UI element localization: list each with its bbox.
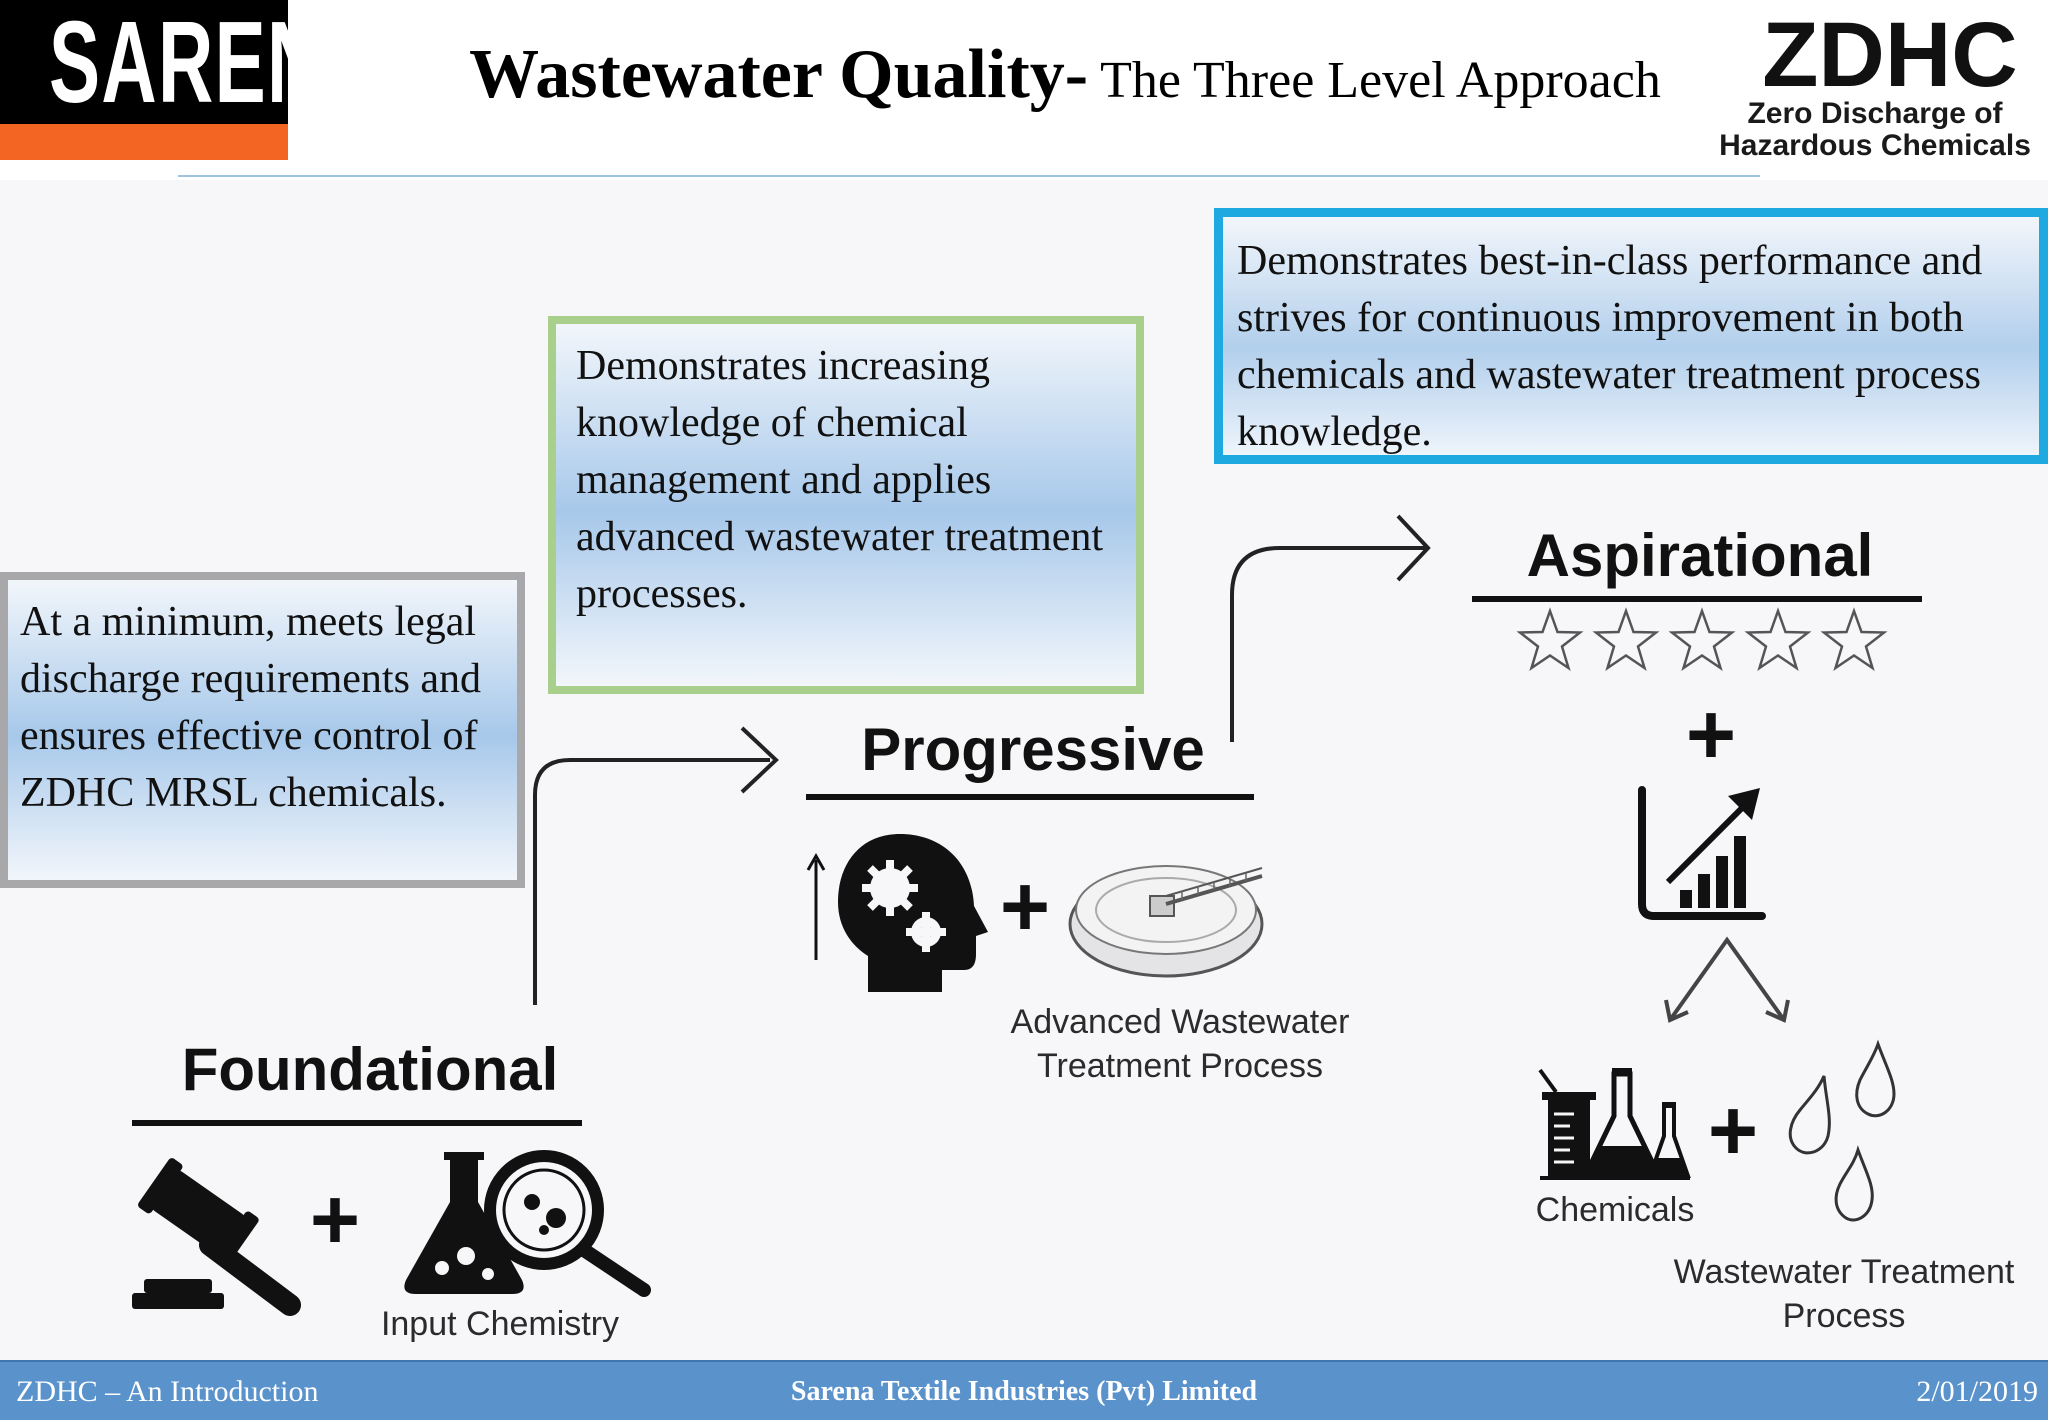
step-arrow-2-icon xyxy=(1230,514,1431,742)
input-chemistry-label: Input Chemistry xyxy=(380,1305,620,1343)
clarifier-tank-icon xyxy=(1068,865,1264,978)
growth-chart-icon xyxy=(1638,786,1766,920)
zdhc-tagline-2: Hazardous Chemicals xyxy=(1719,129,2031,162)
page-title-main: Wastewater Quality- xyxy=(469,36,1089,113)
star-icon xyxy=(1594,609,1658,670)
aspirational-description: Demonstrates best-in-class performance a… xyxy=(1214,208,2048,464)
lab-glassware-icon xyxy=(1538,1068,1691,1180)
sarena-logo-bar xyxy=(0,124,288,160)
zdhc-logo: ZDHC xyxy=(1762,4,2018,106)
zdhc-tagline-1: Zero Discharge of xyxy=(1747,97,2003,130)
wastewater-treatment-label-line1: Wastewater Treatment xyxy=(1673,1253,2015,1291)
header-divider xyxy=(178,175,1760,177)
split-arrows-icon xyxy=(1664,936,1790,1023)
page-title-sub: The Three Level Approach xyxy=(1088,52,1661,109)
footer-presentation-title: ZDHC – An Introduction xyxy=(16,1375,319,1408)
star-icon xyxy=(1670,609,1734,670)
advanced-treatment-label-line1: Advanced Wastewater xyxy=(1010,1003,1350,1041)
wastewater-treatment-label: Wastewater Treatment Process xyxy=(1640,1250,2048,1338)
foundational-title: Foundational xyxy=(181,1036,559,1103)
water-drops-icon xyxy=(1788,1039,1896,1222)
plus-icon: + xyxy=(999,859,1051,955)
chemicals-label: Chemicals xyxy=(1535,1191,1695,1229)
flask-magnifier-icon xyxy=(404,1150,651,1297)
star-icon xyxy=(1518,609,1582,670)
foundational-description: At a minimum, meets legal discharge requ… xyxy=(0,572,525,888)
plus-icon: + xyxy=(1707,1083,1759,1179)
sarena-logo: SARENA xyxy=(0,0,288,160)
gavel-icon xyxy=(132,1158,301,1316)
page-title: Wastewater Quality- The Three Level Appr… xyxy=(420,30,1710,120)
progressive-description: Demonstrates increasing knowledge of che… xyxy=(548,316,1144,694)
star-icon xyxy=(1746,609,1810,670)
up-arrow-icon xyxy=(806,852,826,960)
step-arrow-1-icon xyxy=(533,726,779,1005)
footer-bar: ZDHC – An Introduction Sarena Textile In… xyxy=(0,1360,2048,1420)
progressive-underline xyxy=(806,794,1254,800)
plus-icon: + xyxy=(1685,687,1737,783)
sarena-logo-text: SARENA xyxy=(48,0,288,127)
plus-icon: + xyxy=(309,1172,361,1268)
footer-company-name: Sarena Textile Industries (Pvt) Limited xyxy=(790,1376,1258,1407)
advanced-treatment-label-line2: Treatment Process xyxy=(1037,1047,1323,1085)
advanced-treatment-label: Advanced Wastewater Treatment Process xyxy=(960,1000,1400,1088)
progressive-title: Progressive xyxy=(861,716,1205,783)
star-icon xyxy=(1822,609,1886,670)
foundational-underline xyxy=(132,1120,582,1126)
wastewater-treatment-label-line2: Process xyxy=(1782,1297,1906,1335)
aspirational-underline xyxy=(1472,596,1922,602)
footer-date: 2/01/2019 xyxy=(1916,1375,2038,1408)
star-rating-icon xyxy=(1518,609,1886,670)
aspirational-title: Aspirational xyxy=(1526,522,1874,589)
head-gears-icon xyxy=(838,834,988,992)
